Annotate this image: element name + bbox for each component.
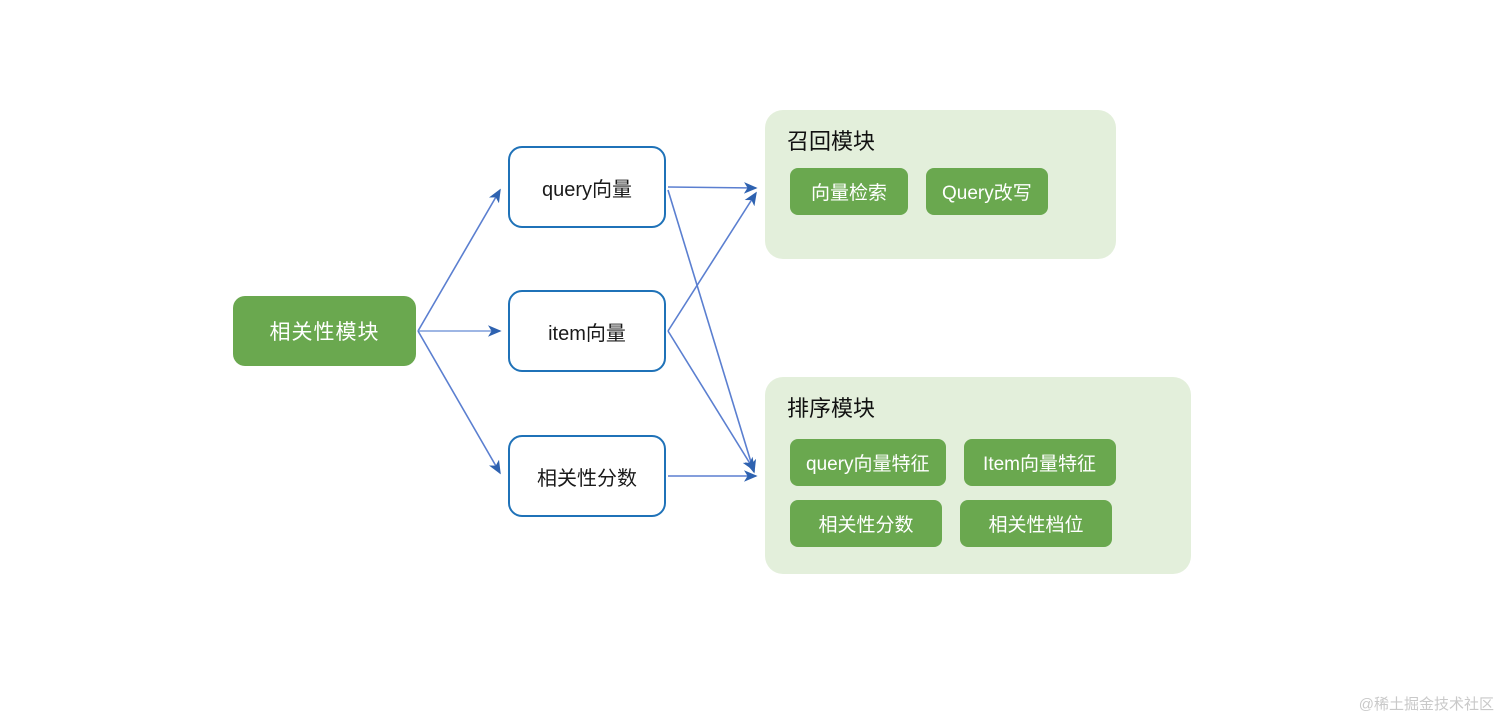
edge-root-to-score [417, 330, 501, 475]
chip-label: 相关性档位 [988, 515, 1084, 536]
node-query-vector[interactable]: query向量 [508, 146, 666, 228]
group-ranking-module: 排序模块 query向量特征 Item向量特征 相关性分数 相关性档位 [765, 377, 1191, 574]
chip-query-vector-feature[interactable]: query向量特征 [790, 439, 946, 486]
node-relevance-score[interactable]: 相关性分数 [508, 435, 666, 517]
chip-item-vector-feature[interactable]: Item向量特征 [963, 439, 1116, 486]
watermark: @稀土掘金技术社区 [1358, 696, 1494, 713]
group-recall-module: 召回模块 向量检索 Query改写 [765, 110, 1116, 259]
chip-label: query向量特征 [806, 454, 930, 475]
edge-root-to-query [417, 188, 501, 332]
node-label: query向量 [541, 178, 633, 201]
edge-query-to-recall [667, 182, 758, 194]
chip-relevance-tier[interactable]: 相关性档位 [960, 500, 1112, 547]
node-label: item向量 [548, 322, 626, 345]
chip-relevance-score[interactable]: 相关性分数 [790, 500, 942, 547]
group-title: 召回模块 [787, 129, 876, 154]
node-label: 相关性分数 [537, 467, 637, 490]
chip-vector-retrieval[interactable]: 向量检索 [790, 168, 908, 215]
chip-label: 相关性分数 [818, 515, 914, 536]
edge-query-to-ranking [667, 189, 757, 474]
chip-query-rewrite[interactable]: Query改写 [926, 168, 1048, 215]
chip-list: query向量特征 Item向量特征 相关性分数 相关性档位 [790, 439, 1171, 547]
node-item-vector[interactable]: item向量 [508, 290, 666, 372]
edge-item-to-recall [667, 191, 757, 332]
edge-item-to-ranking [667, 330, 755, 472]
chip-label: Item向量特征 [983, 454, 1096, 475]
chip-list: 向量检索 Query改写 [790, 168, 1096, 215]
node-relevance-module[interactable]: 相关性模块 [233, 296, 416, 366]
node-label: 相关性模块 [269, 321, 380, 344]
chip-label: Query改写 [942, 183, 1032, 204]
group-title: 排序模块 [787, 396, 876, 421]
chip-label: 向量检索 [810, 183, 887, 204]
